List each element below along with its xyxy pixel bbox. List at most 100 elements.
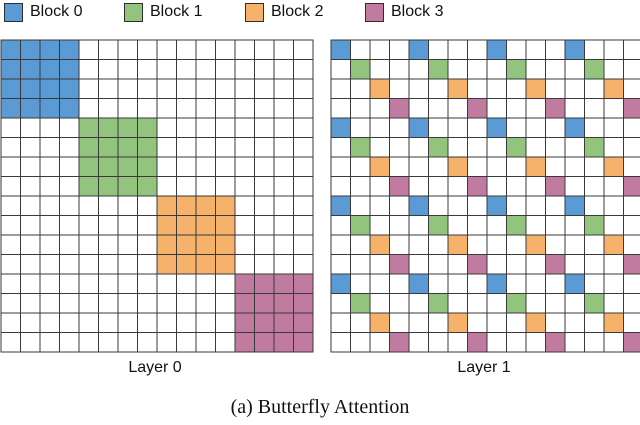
grid-cell (506, 195, 527, 216)
legend-item-block-1: Block 1 (124, 2, 202, 22)
grid-cell (584, 98, 605, 119)
grid-cell (350, 254, 371, 275)
grid-cell (623, 215, 640, 236)
grid-cell (428, 234, 449, 255)
grid-cell (330, 78, 351, 99)
grid-cell (545, 176, 566, 197)
grid-cell (293, 332, 314, 353)
grid-cell (428, 332, 449, 353)
grid-cell (486, 234, 507, 255)
grid-cell (584, 39, 605, 60)
grid-cell (467, 234, 488, 255)
grid-cell (408, 312, 429, 333)
grid-cell (428, 156, 449, 177)
grid-cell (350, 273, 371, 294)
grid-cell (447, 195, 468, 216)
grid-cell (447, 234, 468, 255)
grid-cell (428, 39, 449, 60)
grid-cell (408, 234, 429, 255)
grid-cell (623, 59, 640, 80)
grid-cell (467, 312, 488, 333)
grid-cell (506, 234, 527, 255)
grid-cell (467, 137, 488, 158)
grid-cell (545, 312, 566, 333)
grid-cell (506, 39, 527, 60)
grid-cell (603, 332, 624, 353)
grid-cell (330, 59, 351, 80)
grid-cell (369, 98, 390, 119)
grid-cell (623, 176, 640, 197)
legend-label: Block 1 (150, 3, 203, 20)
grid-cell (408, 59, 429, 80)
grid-cell (506, 78, 527, 99)
grid-cell (350, 234, 371, 255)
grid-cell (623, 117, 640, 138)
grid-cell (467, 254, 488, 275)
grid-cell (428, 137, 449, 158)
grid-cell (408, 254, 429, 275)
grid-cell (623, 273, 640, 294)
grid-cell (350, 293, 371, 314)
grid-cell (330, 176, 351, 197)
grid-cell (603, 273, 624, 294)
grid-cell (408, 156, 429, 177)
grid-cell (428, 59, 449, 80)
grid-cell (584, 156, 605, 177)
grid-cell (506, 137, 527, 158)
grid-cell (428, 293, 449, 314)
grid-cell (564, 137, 585, 158)
grid-cell (603, 195, 624, 216)
grid-cell (564, 156, 585, 177)
legend-item-block-2: Block 2 (245, 2, 323, 22)
grid-cell (467, 156, 488, 177)
grid-cell (525, 156, 546, 177)
grid-cell (428, 195, 449, 216)
grid-cell (369, 332, 390, 353)
grid-cell (389, 137, 410, 158)
grid-cell (350, 195, 371, 216)
grid-cell (603, 98, 624, 119)
grid-cell (369, 293, 390, 314)
grid-cell (545, 39, 566, 60)
grid-cell (389, 78, 410, 99)
grid-cell (564, 59, 585, 80)
grid-cell (564, 215, 585, 236)
grid-cell (408, 137, 429, 158)
grid-cell (330, 312, 351, 333)
grid-cell (369, 195, 390, 216)
grid-cell (506, 293, 527, 314)
grid-cell (369, 273, 390, 294)
grid-cell (564, 254, 585, 275)
grid-cell (623, 39, 640, 60)
grid-cell (350, 117, 371, 138)
grid-cell (447, 137, 468, 158)
grid-cell (447, 254, 468, 275)
grid-cell (525, 137, 546, 158)
grid-cell (330, 98, 351, 119)
grid-cell (506, 176, 527, 197)
legend-swatch (124, 2, 143, 22)
grid-cell (447, 293, 468, 314)
legend-swatch (4, 2, 23, 22)
grid-cell (369, 234, 390, 255)
grid-cell (506, 117, 527, 138)
grid-cell (350, 59, 371, 80)
grid-cell (408, 273, 429, 294)
grid-cell (350, 176, 371, 197)
grid-cell (330, 273, 351, 294)
grid-cell (525, 39, 546, 60)
grid-cell (408, 39, 429, 60)
grid-cell (506, 273, 527, 294)
legend-item-block-0: Block 0 (4, 2, 82, 22)
grid-cell (603, 156, 624, 177)
grid-cell (486, 215, 507, 236)
grid-cell (389, 293, 410, 314)
grid-cell (369, 59, 390, 80)
grid-cell (564, 312, 585, 333)
grid-cell (408, 78, 429, 99)
grid-cell (369, 117, 390, 138)
grid-cell (603, 137, 624, 158)
grid-cell (564, 176, 585, 197)
grid-cell (369, 254, 390, 275)
grid-cell (486, 273, 507, 294)
